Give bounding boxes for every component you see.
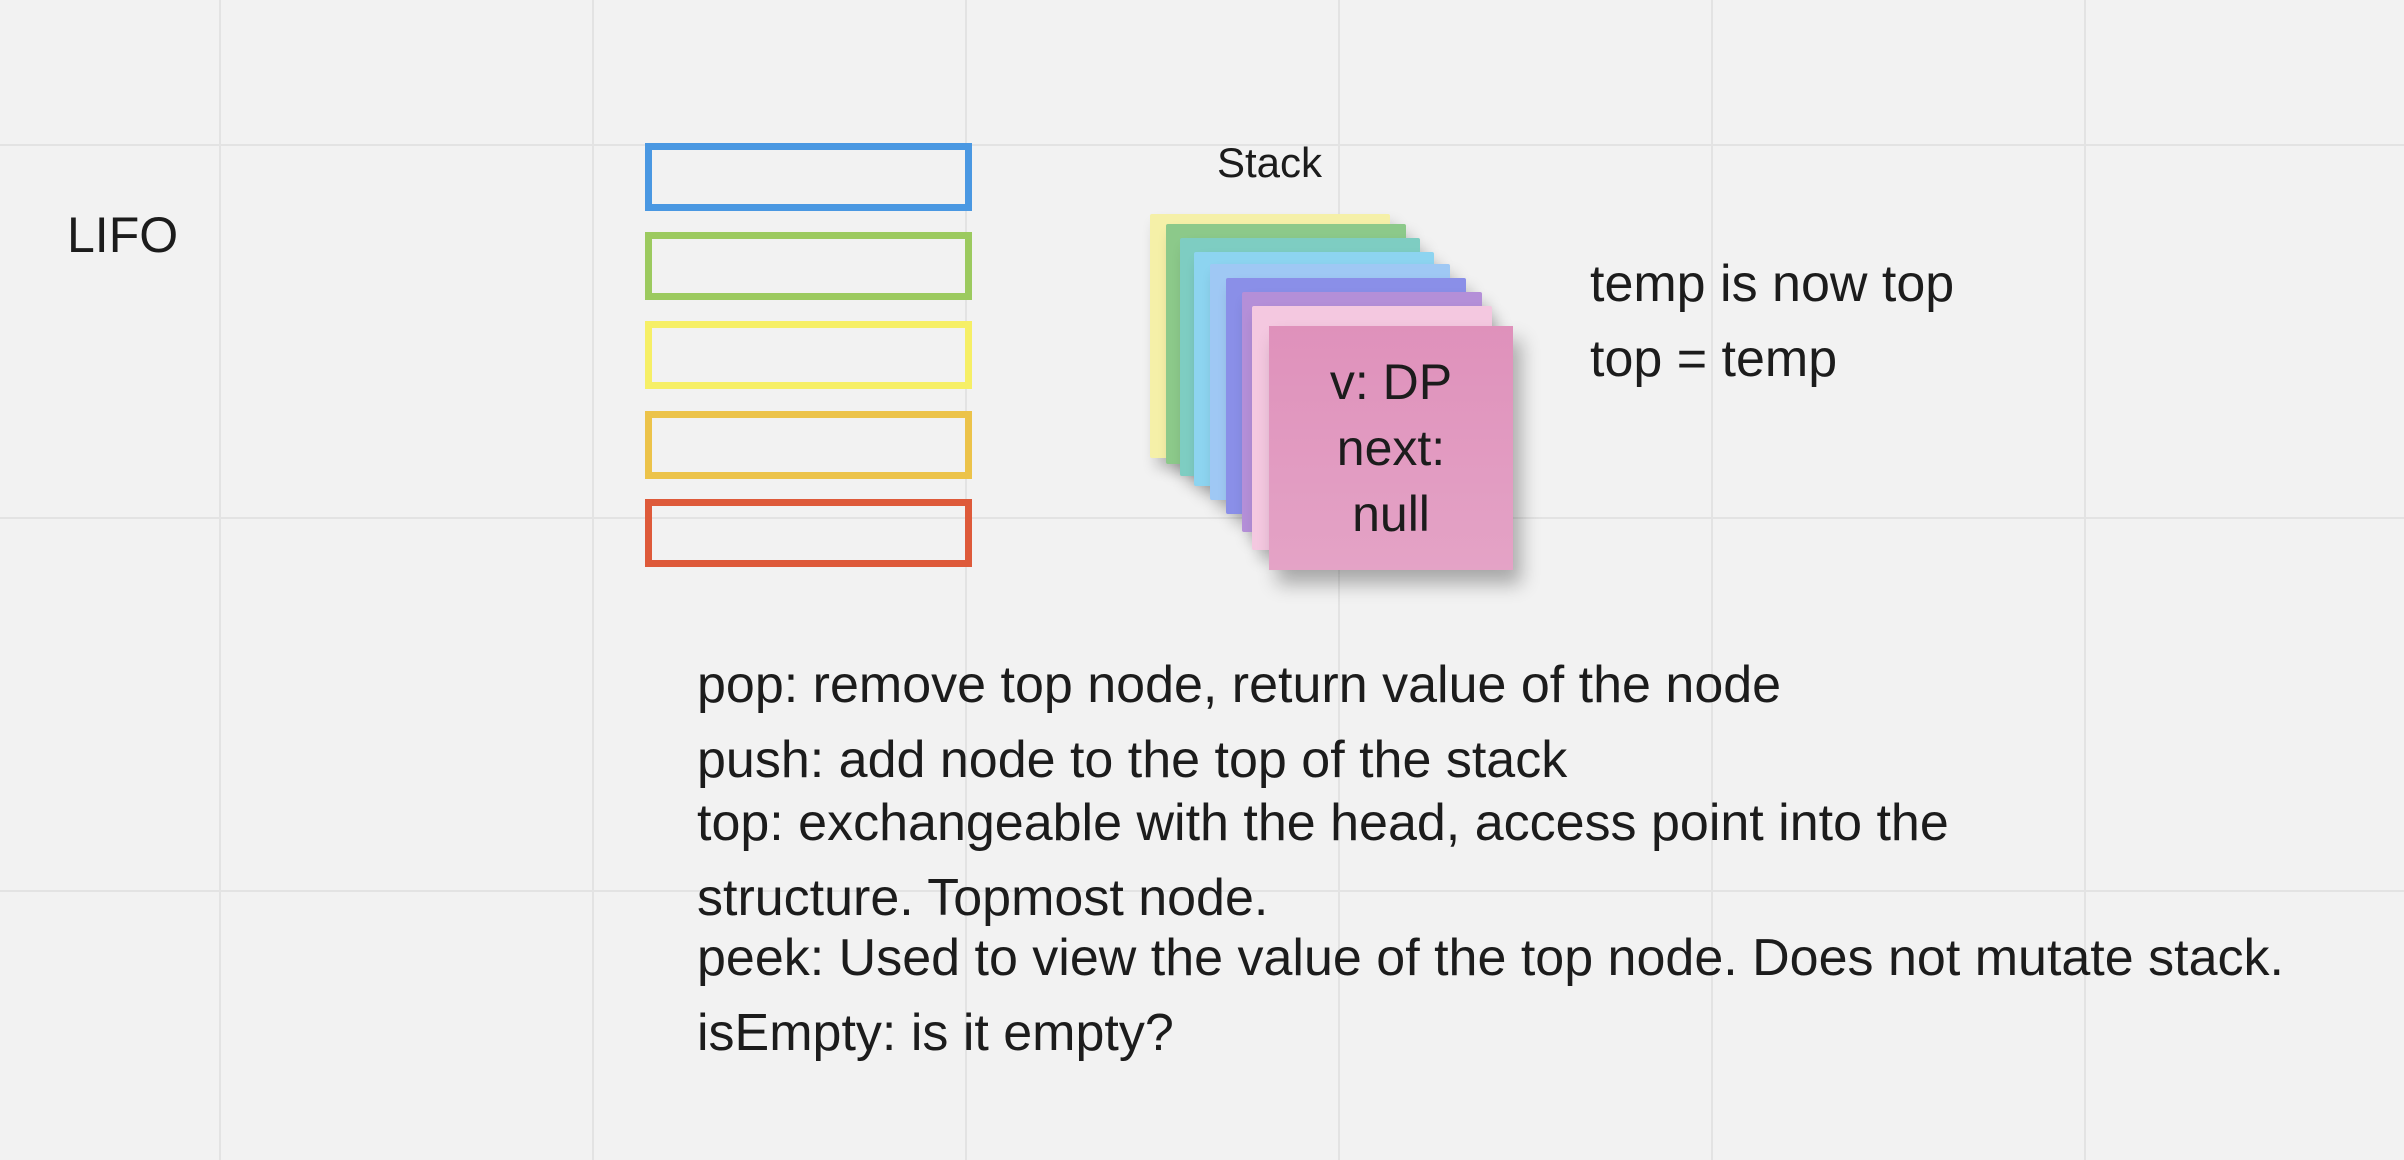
sticky-note-value: v: DP [1329, 354, 1453, 410]
definition-pop: pop: remove top node, return value of th… [697, 656, 1782, 714]
note-top-equals-temp: top = temp [1590, 330, 1838, 388]
stack-box-blue[interactable] [645, 143, 972, 211]
definition-peek: peek: Used to view the value of the top … [697, 929, 2284, 987]
note-temp-is-top: temp is now top [1590, 255, 1955, 313]
definition-top: top: exchangeable with the head, access … [697, 794, 1949, 852]
stack-title: Stack [1217, 139, 1323, 186]
stack-box-green[interactable] [645, 232, 972, 300]
sticky-note-next-label: next: [1336, 420, 1446, 476]
sticky-note-next-value: null [1352, 486, 1430, 542]
definition-push: push: add node to the top of the stack [697, 731, 1568, 789]
definition-top-continued: structure. Topmost node. [697, 869, 1269, 927]
stack-box-yellow[interactable] [645, 321, 972, 389]
sticky-note-front[interactable]: v: DP next: null [1269, 326, 1513, 570]
stack-box-red[interactable] [645, 499, 972, 567]
definition-isempty: isEmpty: is it empty? [697, 1004, 1174, 1062]
lifo-label: LIFO [67, 207, 179, 263]
stack-box-orange[interactable] [645, 411, 972, 479]
